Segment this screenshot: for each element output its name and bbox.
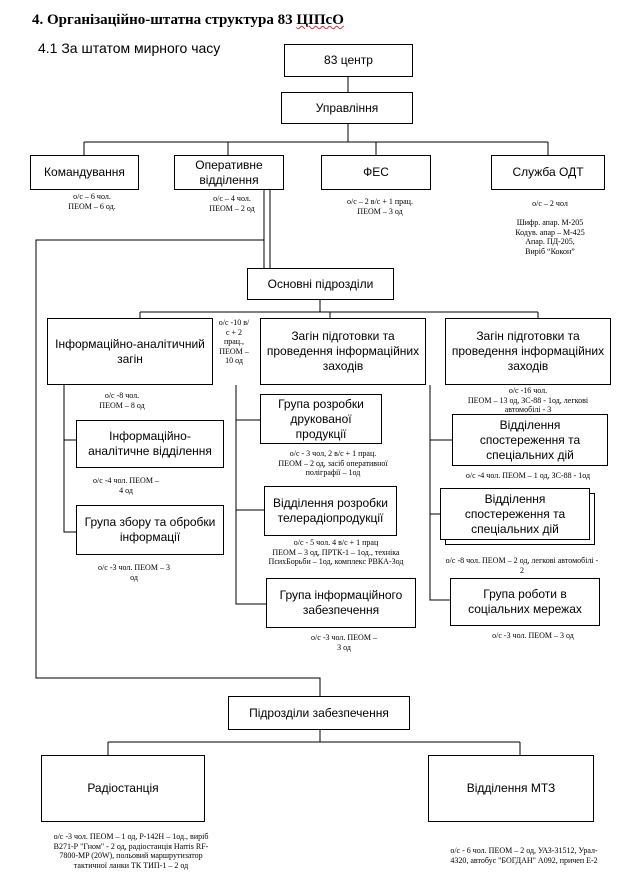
note-fes: о/с – 2 в/с + 1 прац. ПЕОМ – 3 од xyxy=(347,197,413,216)
box-info-support-group: Група інформаційного забезпечення xyxy=(266,578,416,628)
box-radio-station: Радіостанція xyxy=(41,755,205,822)
note-collection-group: о/с -3 чол. ПЕОМ – 3 од xyxy=(98,563,170,582)
section-subtitle: 4.1 За штатом мирного часу xyxy=(38,40,221,56)
box-info-analytic-group: Інформаційно-аналітичний загін xyxy=(47,318,213,385)
note-print-group: о/с - 3 чол, 2 в/с + 1 прац. ПЕОМ – 2 од… xyxy=(278,449,388,478)
box-odt-service: Служба ОДТ xyxy=(491,155,605,190)
page-title: 4. Організаційно-штатна структура 83 ЦІП… xyxy=(32,12,344,29)
title-abbr: ЦІПсО xyxy=(296,12,344,28)
box-83-center: 83 центр xyxy=(284,44,413,77)
note-info-analytic-department: о/с -4 чол. ПЕОМ – 4 од xyxy=(93,476,159,495)
box-info-ops-group-2: Загін підготовки та проведення інформаці… xyxy=(445,318,611,385)
box-management: Управління xyxy=(281,92,413,124)
note-info-support-group: о/с -3 чол. ПЕОМ – 3 од xyxy=(311,633,377,652)
note-tv-radio-department: о/с - 5 чол. 4 в/с + 1 прац ПЕОМ – 3 од,… xyxy=(268,538,404,567)
box-info-ops-group-1: Загін підготовки та проведення інформаці… xyxy=(260,318,426,385)
box-social-media-group: Група роботи в соціальних мережах xyxy=(450,578,600,626)
box-command: Командування xyxy=(30,155,139,190)
title-prefix: 4. Організаційно-штатна структура 83 xyxy=(32,12,297,28)
note-radio-station: о/с -3 чол. ПЕОМ – 1 од, Р-142Н – 1од., … xyxy=(53,832,209,870)
box-main-units: Основні підрозділи xyxy=(247,268,394,300)
note-odt: о/с – 2 чол Шифр. апар. М-205 Кодув. апа… xyxy=(515,199,585,256)
box-fes: ФЕС xyxy=(321,155,431,190)
note-observation-department-1: о/с -4 чол. ПЕОМ – 1 од, ЗС-88 - 1од xyxy=(465,471,591,480)
note-mtz-department: о/с - 6 чол. ПЕОМ – 2 од, УАЗ-31512, Ура… xyxy=(450,846,598,865)
note-observation-department-2: о/с -8 чол. ПЕОМ – 2 од, легкові автомоб… xyxy=(445,556,599,575)
box-operative-department: Оперативне відділення xyxy=(174,155,284,190)
note-info-analytic-group: о/с -8 чол. ПЕОМ – 8 од xyxy=(99,391,145,410)
box-print-group: Група розробки друкованої продукції xyxy=(260,394,382,444)
note-command: о/с – 6 чол. ПЕОМ – 6 од. xyxy=(68,192,116,211)
box-observation-department-1: Відділення спостереження та спеціальних … xyxy=(452,414,608,466)
note-operative: о/с – 4 чол. ПЕОМ – 2 од xyxy=(209,194,255,213)
note-social-media-group: о/с -3 чол. ПЕОМ – 3 од xyxy=(492,631,574,640)
box-mtz-department: Відділення МТЗ xyxy=(428,755,594,822)
box-info-analytic-department: Інформаційно-аналітичне відділення xyxy=(76,420,224,468)
box-tv-radio-department: Відділення розробки телерадіопродукції xyxy=(264,486,397,536)
box-support-units: Підрозділи забезпечення xyxy=(228,696,410,730)
box-collection-group: Група збору та обробки інформації xyxy=(76,505,224,555)
note-main-units: о/с -10 в/ с + 2 прац., ПЕОМ – 10 од xyxy=(218,318,250,366)
note-info-ops-group-2: о/с -16 чол. ПЕОМ – 13 од, ЗС-88 - 1од, … xyxy=(467,386,589,415)
box-observation-department-2: Відділення спостереження та спеціальних … xyxy=(440,488,590,540)
